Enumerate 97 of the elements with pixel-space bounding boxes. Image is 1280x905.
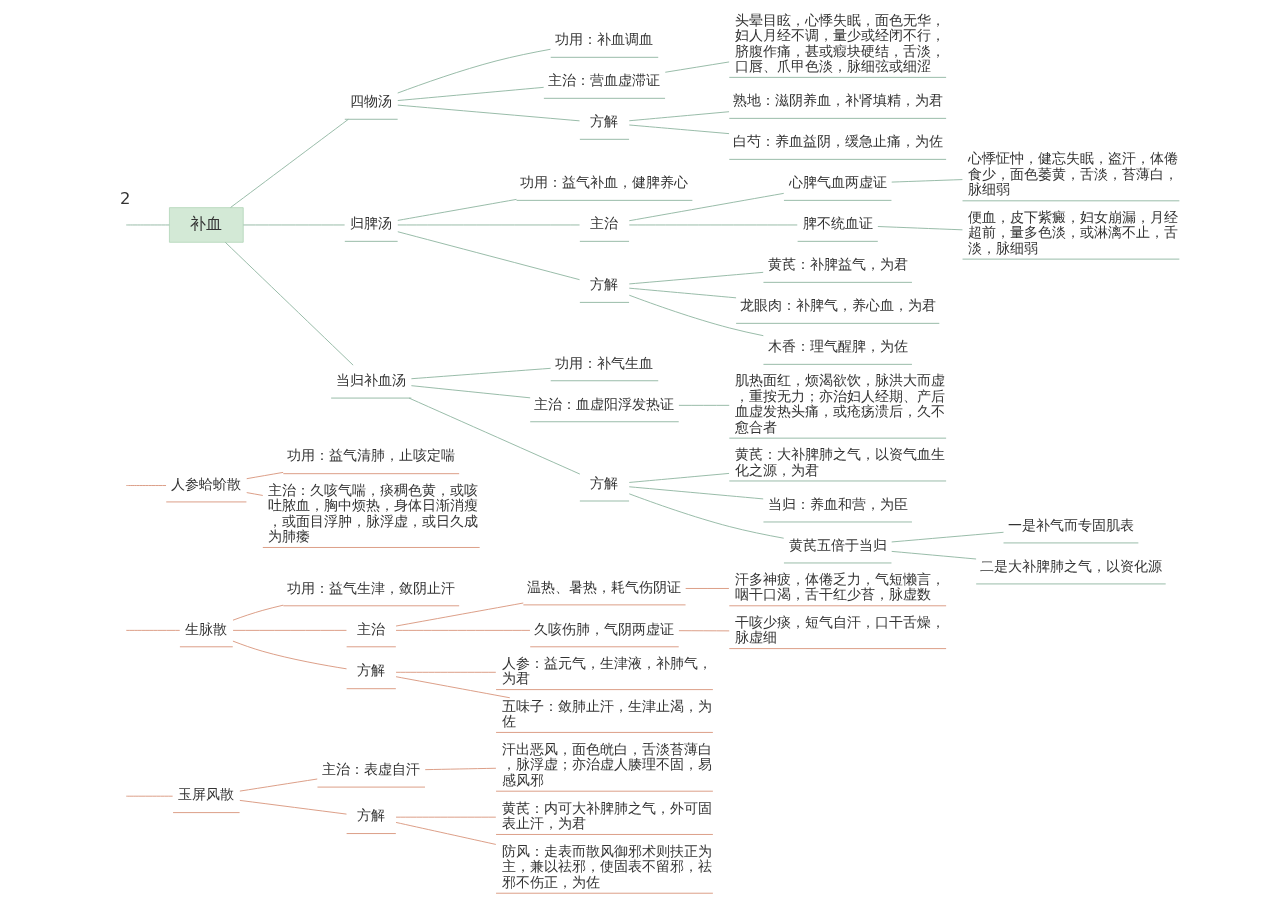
- connector: [424, 767, 497, 771]
- connector: [628, 294, 764, 337]
- node-text: 归脾汤: [350, 215, 393, 232]
- node-text: 功用：益气清肺，止咳定喘: [287, 447, 456, 464]
- connector: [125, 485, 167, 486]
- connector: [125, 795, 174, 797]
- node-text: 温热、暑热，耗气伤阴证: [527, 578, 682, 595]
- connector: [395, 816, 497, 818]
- node-text: 主治: [590, 215, 619, 232]
- connector: [410, 367, 552, 380]
- connector: [628, 192, 785, 222]
- connector: [395, 676, 511, 699]
- node-text: 一是补气而专固肌表: [1007, 516, 1134, 533]
- label: 2: [120, 189, 131, 209]
- connector: [891, 179, 963, 183]
- connector: [891, 531, 1004, 543]
- connector: [232, 629, 347, 631]
- connector: [232, 604, 284, 621]
- connector: [877, 226, 963, 231]
- node-text: 五味子：敛肺止汗，生津止渴，为佐: [501, 697, 712, 730]
- node-text: 人参：益元气，生津液，补肺气，为君: [501, 654, 712, 687]
- node-text: 功用：补气生血: [555, 354, 654, 371]
- connector: [125, 629, 181, 631]
- connector: [678, 404, 730, 406]
- node-text: 主治：血虚阳浮发热证: [534, 395, 675, 412]
- connector: [397, 198, 517, 221]
- connector: [628, 472, 730, 483]
- node-text: 汗出恶风，面色㿠白，舌淡苔薄白，脉浮虚；亦治虚人腠理不固，易感风邪: [501, 740, 712, 788]
- node-text: 木香：理气醒脾，为佐: [767, 338, 908, 355]
- node-text: 久咳伤肺，气阴两虚证: [534, 620, 675, 637]
- connector: [397, 86, 545, 101]
- node-text: 防风：走表而散风御邪术则扶正为主，兼以祛邪，使固表不留邪，祛邪不伤正，为佐: [501, 842, 712, 890]
- node-text: 当归补血汤: [336, 371, 407, 388]
- node-text: 四物汤: [350, 93, 393, 110]
- node-text: 方解: [590, 276, 619, 293]
- connector: [628, 493, 785, 539]
- node-text: 黄芪：补脾益气，为君: [767, 256, 908, 273]
- connector: [397, 231, 580, 281]
- node-text: 龙眼肉：补脾气，养心血，为君: [739, 297, 936, 314]
- node-text: 人参蛤蚧散: [171, 475, 242, 492]
- node-text: 汗多神疲，体倦乏力，气短懒言，咽干口渴，舌干红少苔，脉虚数: [734, 570, 945, 603]
- connector: [239, 799, 347, 815]
- node-text: 脾不统血证: [802, 215, 873, 232]
- node-text: 心悸怔忡，健忘失眠，盗汗，体倦食少，面色萎黄，舌淡，苔薄白，脉细弱: [967, 150, 1178, 198]
- connector: [243, 224, 346, 226]
- node-text: 黄芪五倍于当归: [788, 536, 887, 553]
- node-text: 主治：营血虚滞证: [548, 72, 661, 89]
- node-box: 补血: [168, 207, 244, 243]
- node-text: 便血，皮下紫癜，妇女崩漏，月经超前，量多色淡，或淋漓不止，舌淡，脉细弱: [967, 208, 1178, 256]
- connector: [232, 640, 347, 670]
- node-text: 生脉散: [185, 620, 228, 637]
- node-text: 熟地：滋阴养血，补肾填精，为君: [732, 92, 943, 109]
- connector: [628, 271, 764, 285]
- connector: [125, 224, 170, 226]
- connector: [230, 118, 349, 208]
- node-text: 白芍：养血益阴，缓急止痛，为佐: [732, 133, 943, 150]
- connector: [664, 61, 730, 73]
- node-text: 方解: [590, 474, 619, 491]
- connector: [246, 492, 264, 496]
- connector: [685, 588, 730, 589]
- connector: [628, 224, 798, 226]
- node-text: 功用：补血调血: [555, 31, 654, 48]
- connector: [224, 241, 354, 366]
- node-text: 黄芪：内可大补脾肺之气，外可固表止汗，为君: [501, 799, 712, 832]
- connector: [395, 629, 531, 631]
- connector: [628, 486, 764, 500]
- connector: [410, 385, 531, 399]
- node-text: 心脾气血两虚证: [788, 174, 887, 191]
- node-text: 肌热面红，烦渴欲饮，脉洪大而虚，重按无力；亦治妇人经期、产后血虚发热头痛，或疮疡溃后，久不愈合者: [734, 372, 945, 435]
- node-text: 二是大补脾肺之气，以资化源: [979, 557, 1162, 574]
- connector: [628, 111, 730, 122]
- node-text: 主治：表虚自汗: [322, 760, 421, 777]
- node-text: 功用：益气生津，敛阴止汗: [287, 579, 456, 596]
- connector: [395, 602, 524, 627]
- connector: [395, 821, 497, 845]
- node-text: 玉屏风散: [178, 786, 235, 803]
- connector: [678, 630, 730, 632]
- node-text: 主治：久咳气喘，痰稠色黄，或咳吐脓血，胸中烦热，身体日渐消瘦，或面目浮肿，脉浮虚，或日久成为肺痿: [268, 481, 479, 545]
- connector: [628, 124, 730, 135]
- node-text: 干咳少痰，短气自汗，口干舌燥，脉虚细: [734, 613, 945, 646]
- connector: [397, 104, 580, 122]
- connector: [397, 48, 551, 94]
- node-text: 方解: [357, 807, 386, 824]
- node-text: 当归：养血和营，为臣: [767, 495, 908, 512]
- connector: [239, 778, 318, 792]
- node-text: 功用：益气补血，健脾养心: [520, 174, 689, 191]
- connector: [246, 471, 284, 480]
- connector: [408, 397, 581, 475]
- connector: [395, 671, 497, 673]
- node-text: 方解: [357, 662, 386, 679]
- node-text: 方解: [590, 113, 619, 130]
- connector: [628, 287, 737, 299]
- node-text: 头晕目眩，心悸失眠，面色无华，妇人月经不调，量少或经闭不行，脐腹作痛，甚或瘕块硬结，舌淡，口唇、爪甲色淡，脉细弦或细涩: [734, 11, 945, 74]
- connector: [891, 550, 977, 560]
- node-text: 主治: [357, 620, 386, 637]
- node-text: 黄芪：大补脾肺之气，以资气血生化之源，为君: [734, 446, 945, 478]
- connector: [397, 224, 580, 226]
